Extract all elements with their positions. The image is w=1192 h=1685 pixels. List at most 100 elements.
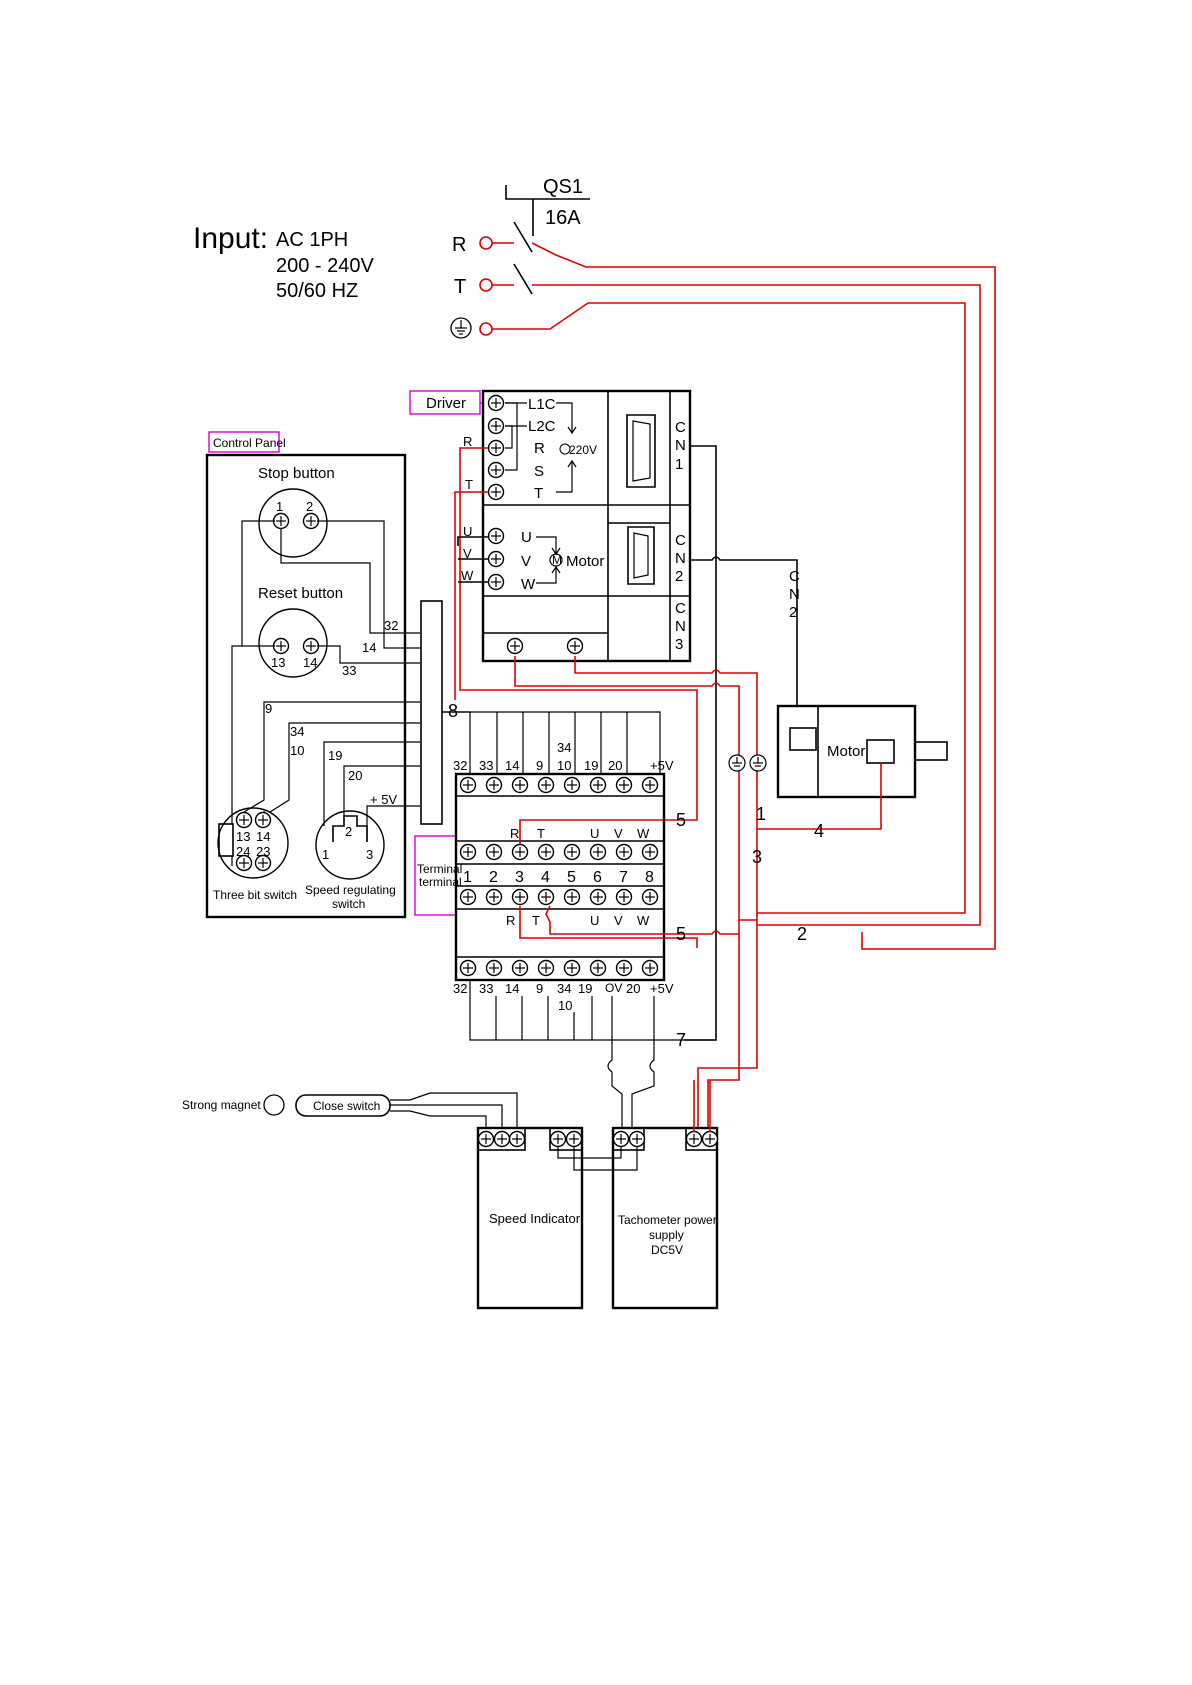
terminal-number-2: 2 (489, 869, 498, 886)
driver-l1c-label: L1C (528, 396, 556, 413)
sensor-assembly: Strong magnet Close switch (182, 1092, 518, 1128)
terminal-screws-bottom (459, 959, 659, 977)
terminal-top-20: 20 (608, 758, 622, 773)
cn2-connector-icon (627, 526, 655, 585)
terminal-screws-upper (459, 843, 659, 861)
input-line1: AC 1PH (276, 229, 348, 251)
wire-label-5v: + 5V (370, 792, 397, 807)
svg-text:1: 1 (276, 499, 283, 514)
cn2-label: C N 2 (675, 532, 686, 585)
svg-text:C: C (675, 600, 686, 617)
cable-number-3: 3 (752, 847, 762, 867)
driver-label: Driver (426, 395, 466, 412)
svg-text:23: 23 (256, 844, 270, 859)
terminal-top-32: 32 (453, 758, 467, 773)
three-bit-switch-icon: 13 14 24 23 (217, 807, 289, 879)
terminal-top-9: 9 (536, 758, 543, 773)
wire-label-14: 14 (362, 640, 376, 655)
terminal-lower-t: T (532, 913, 540, 928)
svg-text:14: 14 (303, 655, 317, 670)
input-line3: 50/60 HZ (276, 280, 358, 302)
terminal-top-34: 34 (557, 740, 571, 755)
cable-numbers: 1 2 3 4 5 5 7 (676, 804, 824, 1050)
motor-symbol-icon: M (549, 553, 563, 567)
terminal-bottom-32: 32 (453, 981, 467, 996)
strong-magnet-label: Strong magnet (182, 1098, 261, 1112)
cable-number-1: 1 (756, 804, 766, 824)
terminal-number-6: 6 (593, 869, 602, 886)
terminal-number-8: 8 (645, 869, 654, 886)
terminal-label-1: Terminal (417, 862, 462, 876)
terminal-bottom-9: 9 (536, 981, 543, 996)
terminal-number-5: 5 (567, 869, 576, 886)
terminal-bottom-33: 33 (479, 981, 493, 996)
breaker-rating: 16A (545, 207, 581, 229)
svg-text:N: N (675, 437, 686, 454)
breaker-qs1: QS1 16A (505, 176, 590, 295)
driver-side-r: R (463, 434, 472, 449)
terminal-label-2: terminal (419, 875, 462, 889)
terminal-lower-r: R (506, 913, 515, 928)
svg-text:2: 2 (345, 824, 352, 839)
speed-switch-label-2: switch (332, 897, 365, 911)
mains-feed-wires (531, 242, 996, 950)
terminal-bottom-5v: +5V (650, 981, 674, 996)
terminal-number-3: 3 (515, 869, 524, 886)
driver-side-v: V (463, 546, 472, 561)
terminal-top-14: 14 (505, 758, 519, 773)
driver-v-label: V (521, 553, 531, 570)
svg-text:3: 3 (675, 636, 683, 653)
breaker-name: QS1 (543, 176, 583, 198)
input-label: Input: (193, 222, 268, 255)
terminal-lower-v: V (614, 913, 623, 928)
tacho-label-2: supply (649, 1228, 684, 1242)
control-panel-label: Control Panel (213, 436, 286, 450)
terminal-top-19: 19 (584, 758, 598, 773)
input-line2: 200 - 240V (276, 255, 375, 277)
driver-t-label: T (534, 485, 543, 502)
three-bit-switch-label: Three bit switch (213, 888, 297, 902)
control-panel: Control Panel Stop button 1 2 Reset butt… (205, 431, 420, 919)
driver-side-t: T (465, 477, 473, 492)
terminal-lower-u: U (590, 913, 599, 928)
cn1-connector-icon (626, 414, 656, 488)
tachometer-power-unit: Tachometer power supply DC5V (611, 1126, 719, 1310)
wire-label-34: 34 (290, 724, 304, 739)
wire-label-9: 9 (265, 701, 272, 716)
svg-text:C: C (789, 568, 800, 585)
svg-text:1: 1 (322, 847, 329, 862)
wire-label-20: 20 (348, 768, 362, 783)
terminal-bottom-10: 10 (558, 998, 572, 1013)
motor-label: Motor (827, 743, 865, 760)
svg-text:N: N (675, 618, 686, 635)
terminal-top-10: 10 (557, 758, 571, 773)
svg-text:C: C (675, 532, 686, 549)
svg-text:14: 14 (256, 829, 270, 844)
cable-number-5a: 5 (676, 810, 686, 830)
driver-side-w: W (461, 568, 474, 583)
svg-text:2: 2 (789, 604, 797, 621)
driver-motor-label: Motor (566, 553, 604, 570)
wire-label-32: 32 (384, 618, 398, 633)
driver-unit: Driver C N 1 C N 2 C N 3 (409, 389, 692, 663)
terminal-top-33: 33 (479, 758, 493, 773)
driver-r-label: R (534, 440, 545, 457)
terminal-bottom-0v: OV (605, 981, 622, 995)
svg-text:2: 2 (675, 568, 683, 585)
terminal-number-4: 4 (541, 869, 550, 886)
svg-text:3: 3 (366, 847, 373, 862)
cable-bus: 8 (420, 600, 661, 825)
terminal-top-5v: +5V (650, 758, 674, 773)
terminal-upper-r: R (510, 826, 519, 841)
terminal-upper-u: U (590, 826, 599, 841)
speed-indicator-unit: Speed Indicator (476, 1126, 584, 1310)
ground-icon (450, 317, 472, 339)
cn2-cable-label: C N 2 (789, 568, 800, 621)
terminal-upper-v: V (614, 826, 623, 841)
driver-voltage: 220V (569, 443, 597, 457)
mains-terminals: R T (450, 234, 592, 339)
terminal-screws-lower (459, 888, 659, 906)
stop-button-label: Stop button (258, 465, 335, 482)
ground-pair-icon (728, 754, 767, 772)
